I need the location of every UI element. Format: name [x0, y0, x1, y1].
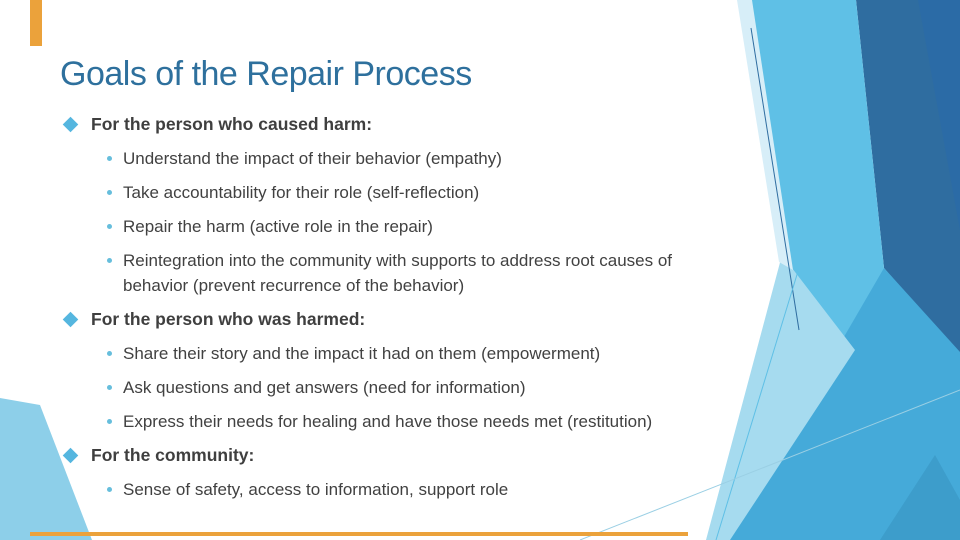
bullet-heading-community: For the community:	[60, 443, 725, 467]
list-item: Share their story and the impact it had …	[60, 341, 725, 366]
dot-bullet-icon	[107, 385, 112, 390]
facet-pale-sliver	[737, 0, 793, 270]
facet-hairline-left	[715, 267, 800, 540]
dot-bullet-icon	[107, 419, 112, 424]
bullet-heading-caused-harm: For the person who caused harm:	[60, 112, 725, 136]
facet-dark-band	[856, 0, 960, 356]
diamond-bullet-icon	[62, 116, 79, 133]
list-item: Repair the harm (active role in the repa…	[60, 214, 725, 239]
dot-bullet-icon	[107, 224, 112, 229]
list-item: Ask questions and get answers (need for …	[60, 375, 725, 400]
slide-content: Goals of the Repair Process For the pers…	[60, 52, 725, 511]
facet-corner-shade	[880, 455, 960, 540]
bullet-heading-label: For the community:	[91, 445, 255, 465]
list-item: Understand the impact of their behavior …	[60, 146, 725, 171]
list-item-label: Understand the impact of their behavior …	[123, 149, 502, 168]
list-item: Take accountability for their role (self…	[60, 180, 725, 205]
list-item: Sense of safety, access to information, …	[60, 477, 725, 502]
dot-bullet-icon	[107, 351, 112, 356]
accent-tab-top-left	[30, 0, 42, 46]
facet-dark-corner	[918, 0, 960, 230]
list-item-label: Ask questions and get answers (need for …	[123, 378, 526, 397]
bullet-heading-label: For the person who caused harm:	[91, 114, 373, 134]
dot-bullet-icon	[107, 258, 112, 263]
facet-deep-triangle	[726, 268, 960, 540]
facet-medium-band	[738, 0, 884, 540]
diamond-bullet-icon	[62, 311, 79, 328]
bullet-heading-was-harmed: For the person who was harmed:	[60, 307, 725, 331]
list-item-label: Sense of safety, access to information, …	[123, 480, 509, 499]
dot-bullet-icon	[107, 156, 112, 161]
list-item-label: Express their needs for healing and have…	[123, 412, 653, 431]
diamond-bullet-icon	[62, 447, 79, 464]
dot-bullet-icon	[107, 190, 112, 195]
list-item-label: Take accountability for their role (self…	[123, 183, 480, 202]
accent-rule-bottom	[30, 532, 688, 536]
bullet-heading-label: For the person who was harmed:	[91, 309, 366, 329]
slide-title: Goals of the Repair Process	[60, 55, 472, 93]
list-item-label: Reintegration into the community with su…	[123, 251, 673, 295]
facet-light-wedge	[706, 255, 855, 540]
facet-hairline-steep	[750, 27, 800, 331]
dot-bullet-icon	[107, 487, 112, 492]
list-item: Express their needs for healing and have…	[60, 409, 725, 434]
list-item-label: Repair the harm (active role in the repa…	[123, 217, 433, 236]
list-item-label: Share their story and the impact it had …	[123, 344, 601, 363]
list-item: Reintegration into the community with su…	[60, 248, 725, 298]
